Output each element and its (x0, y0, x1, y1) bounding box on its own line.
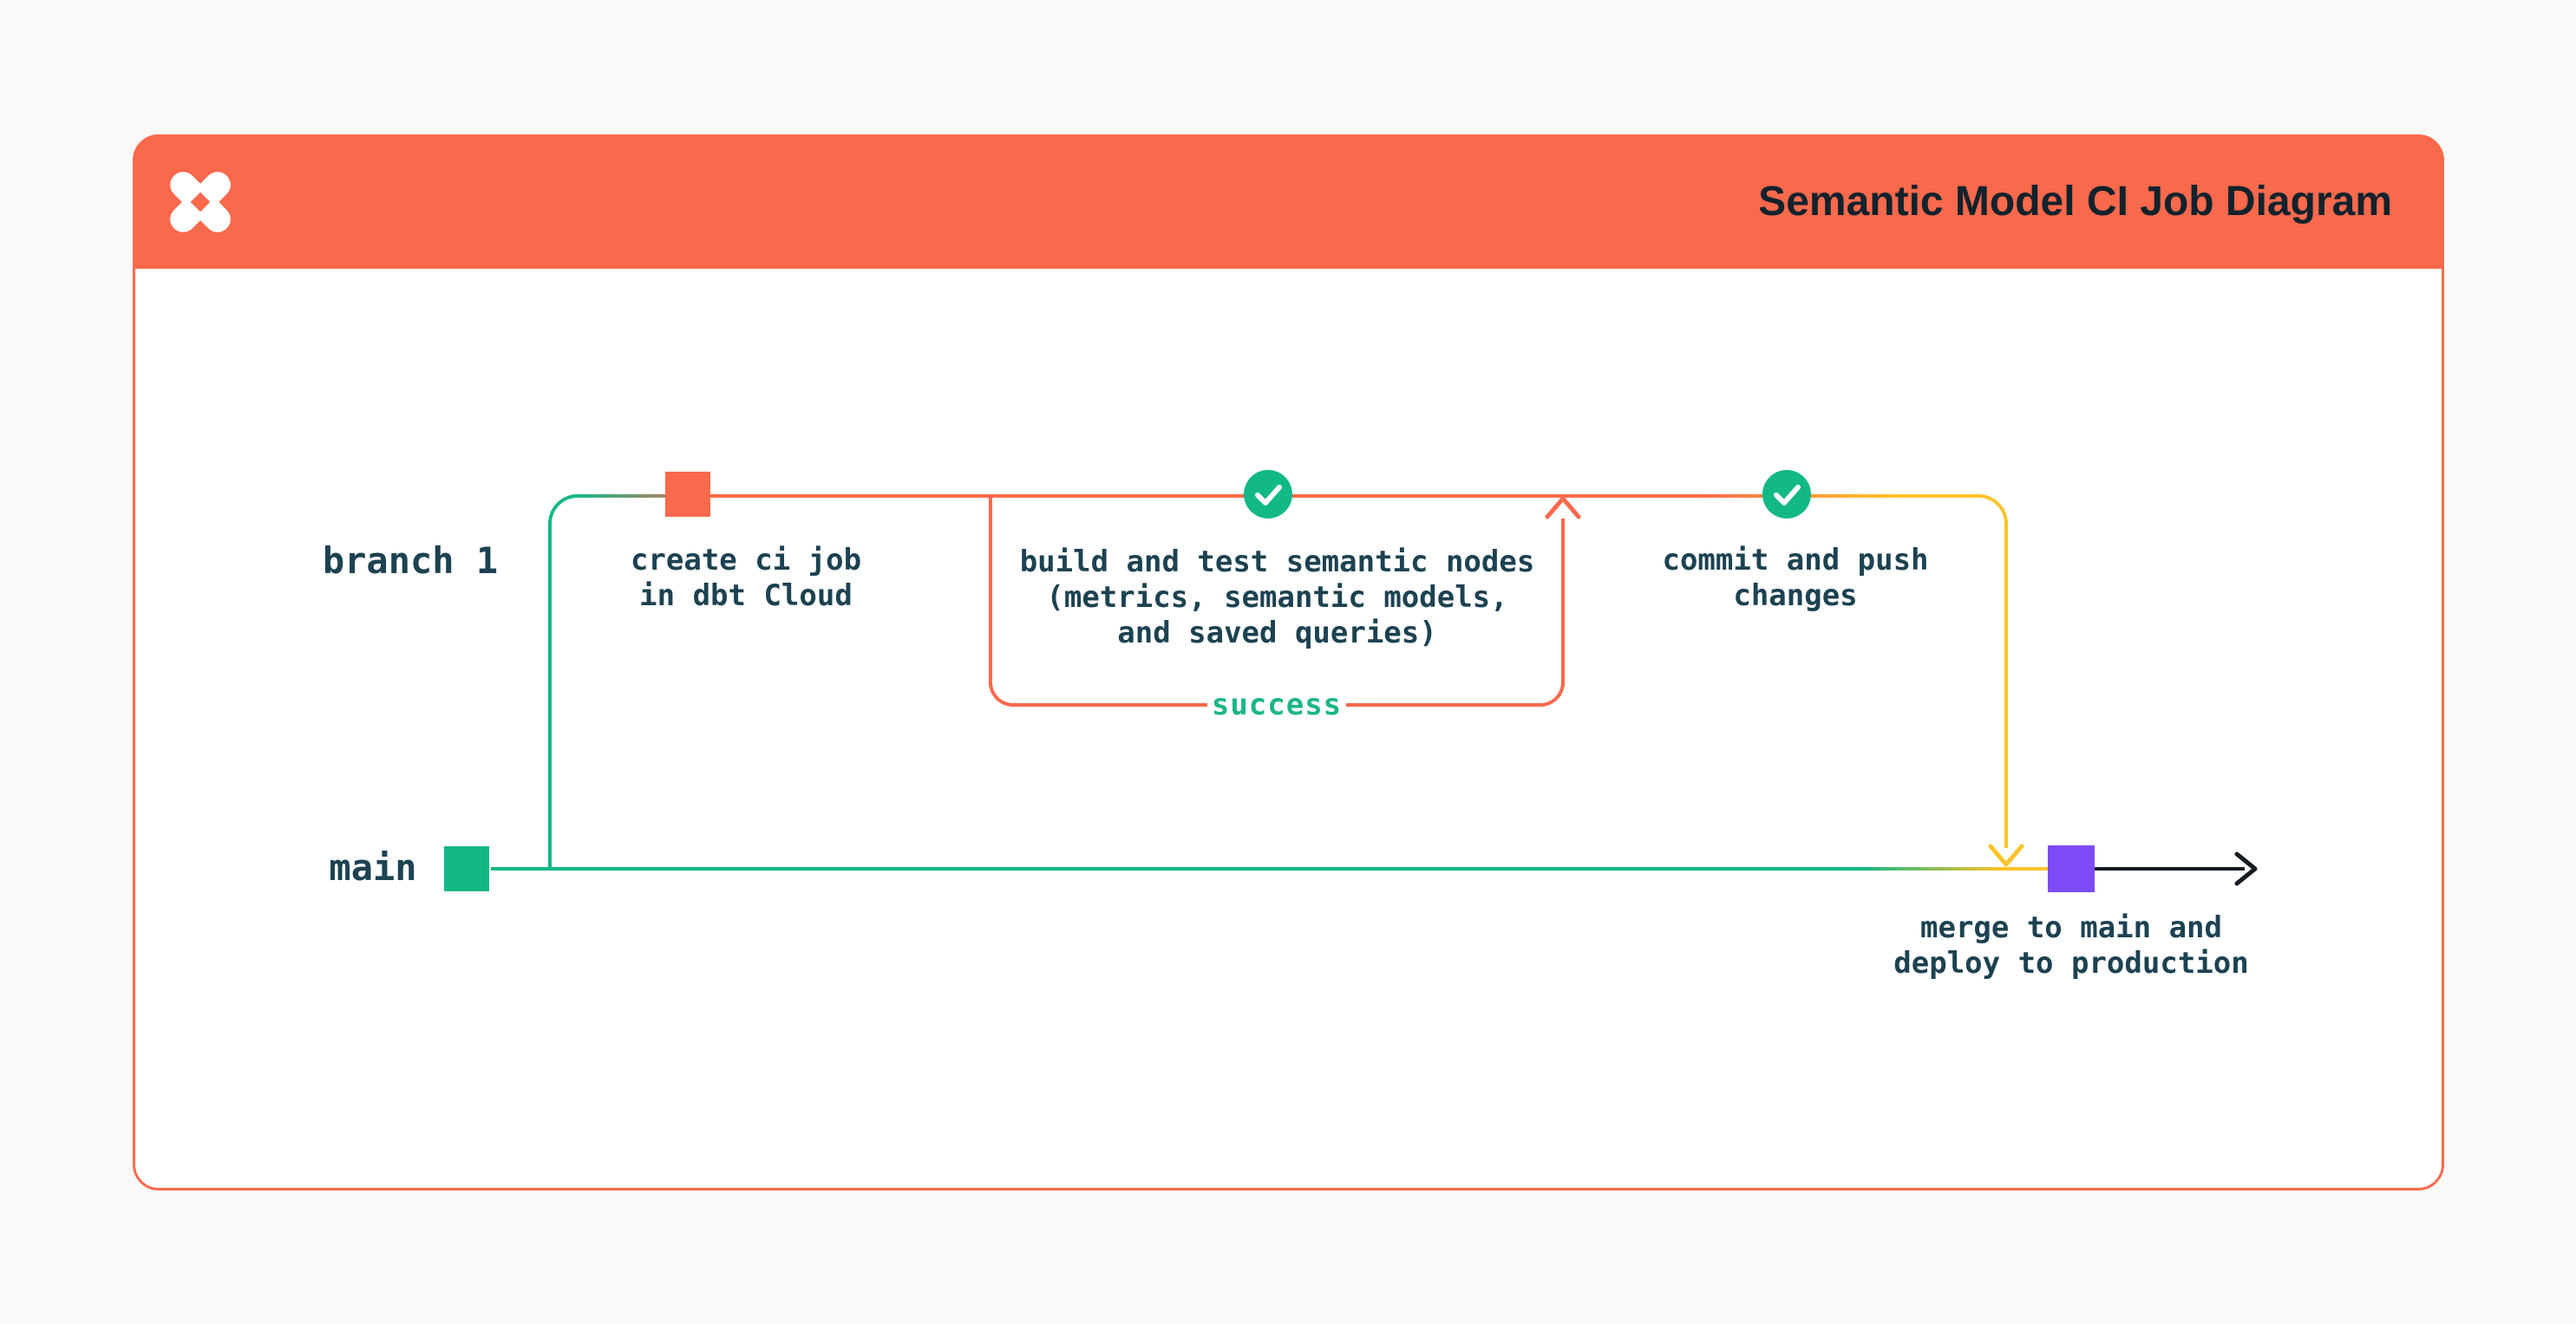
merge-arrowhead-down-icon (1988, 844, 2024, 867)
success-loop-bottom-left-segment (1011, 703, 1207, 707)
success-label: success (1211, 688, 1343, 722)
continue-line (2095, 867, 2245, 871)
merge-line-vertical (2004, 522, 2008, 848)
check-icon (1244, 470, 1292, 519)
branch-lane-label: branch 1 (322, 539, 499, 582)
label-line: create ci job (630, 543, 862, 577)
card-header: Semantic Model CI Job Diagram (133, 134, 2444, 269)
label-line: commit and push (1662, 543, 1929, 577)
branch-line-vertical (548, 522, 552, 871)
page-title: Semantic Model CI Job Diagram (1758, 179, 2392, 225)
build-test-label: build and test semantic nodes (metrics, … (1006, 545, 1548, 651)
label-line: changes (1733, 578, 1858, 613)
create-ci-job-label: create ci job in dbt Cloud (572, 543, 919, 614)
label-line: deploy to production (1893, 946, 2249, 981)
create-ci-job-node (665, 472, 710, 517)
check-icon (1762, 470, 1811, 519)
merge-node (2048, 845, 2095, 892)
main-start-node (444, 846, 489, 891)
main-lane-label: main (329, 846, 417, 889)
continue-arrowhead-right-icon (2234, 851, 2258, 886)
merge-deploy-label: merge to main and deploy to production (1873, 910, 2269, 982)
success-loop-right (1561, 519, 1565, 686)
diagram-card: Semantic Model CI Job Diagram (133, 134, 2444, 1190)
dbt-logo-icon (164, 166, 237, 238)
label-line: in dbt Cloud (639, 578, 853, 613)
commit-push-label: commit and push changes (1622, 543, 1969, 614)
label-line: build and test semantic nodes (1019, 545, 1535, 579)
label-line: merge to main and (1920, 910, 2222, 945)
label-line: and saved queries) (1117, 616, 1437, 650)
success-arrowhead-up-icon (1545, 496, 1581, 519)
success-loop-bottom-right-segment (1346, 703, 1542, 707)
label-line: (metrics, semantic models, (1046, 580, 1508, 615)
main-line (491, 867, 2048, 871)
success-loop-left (989, 496, 992, 686)
